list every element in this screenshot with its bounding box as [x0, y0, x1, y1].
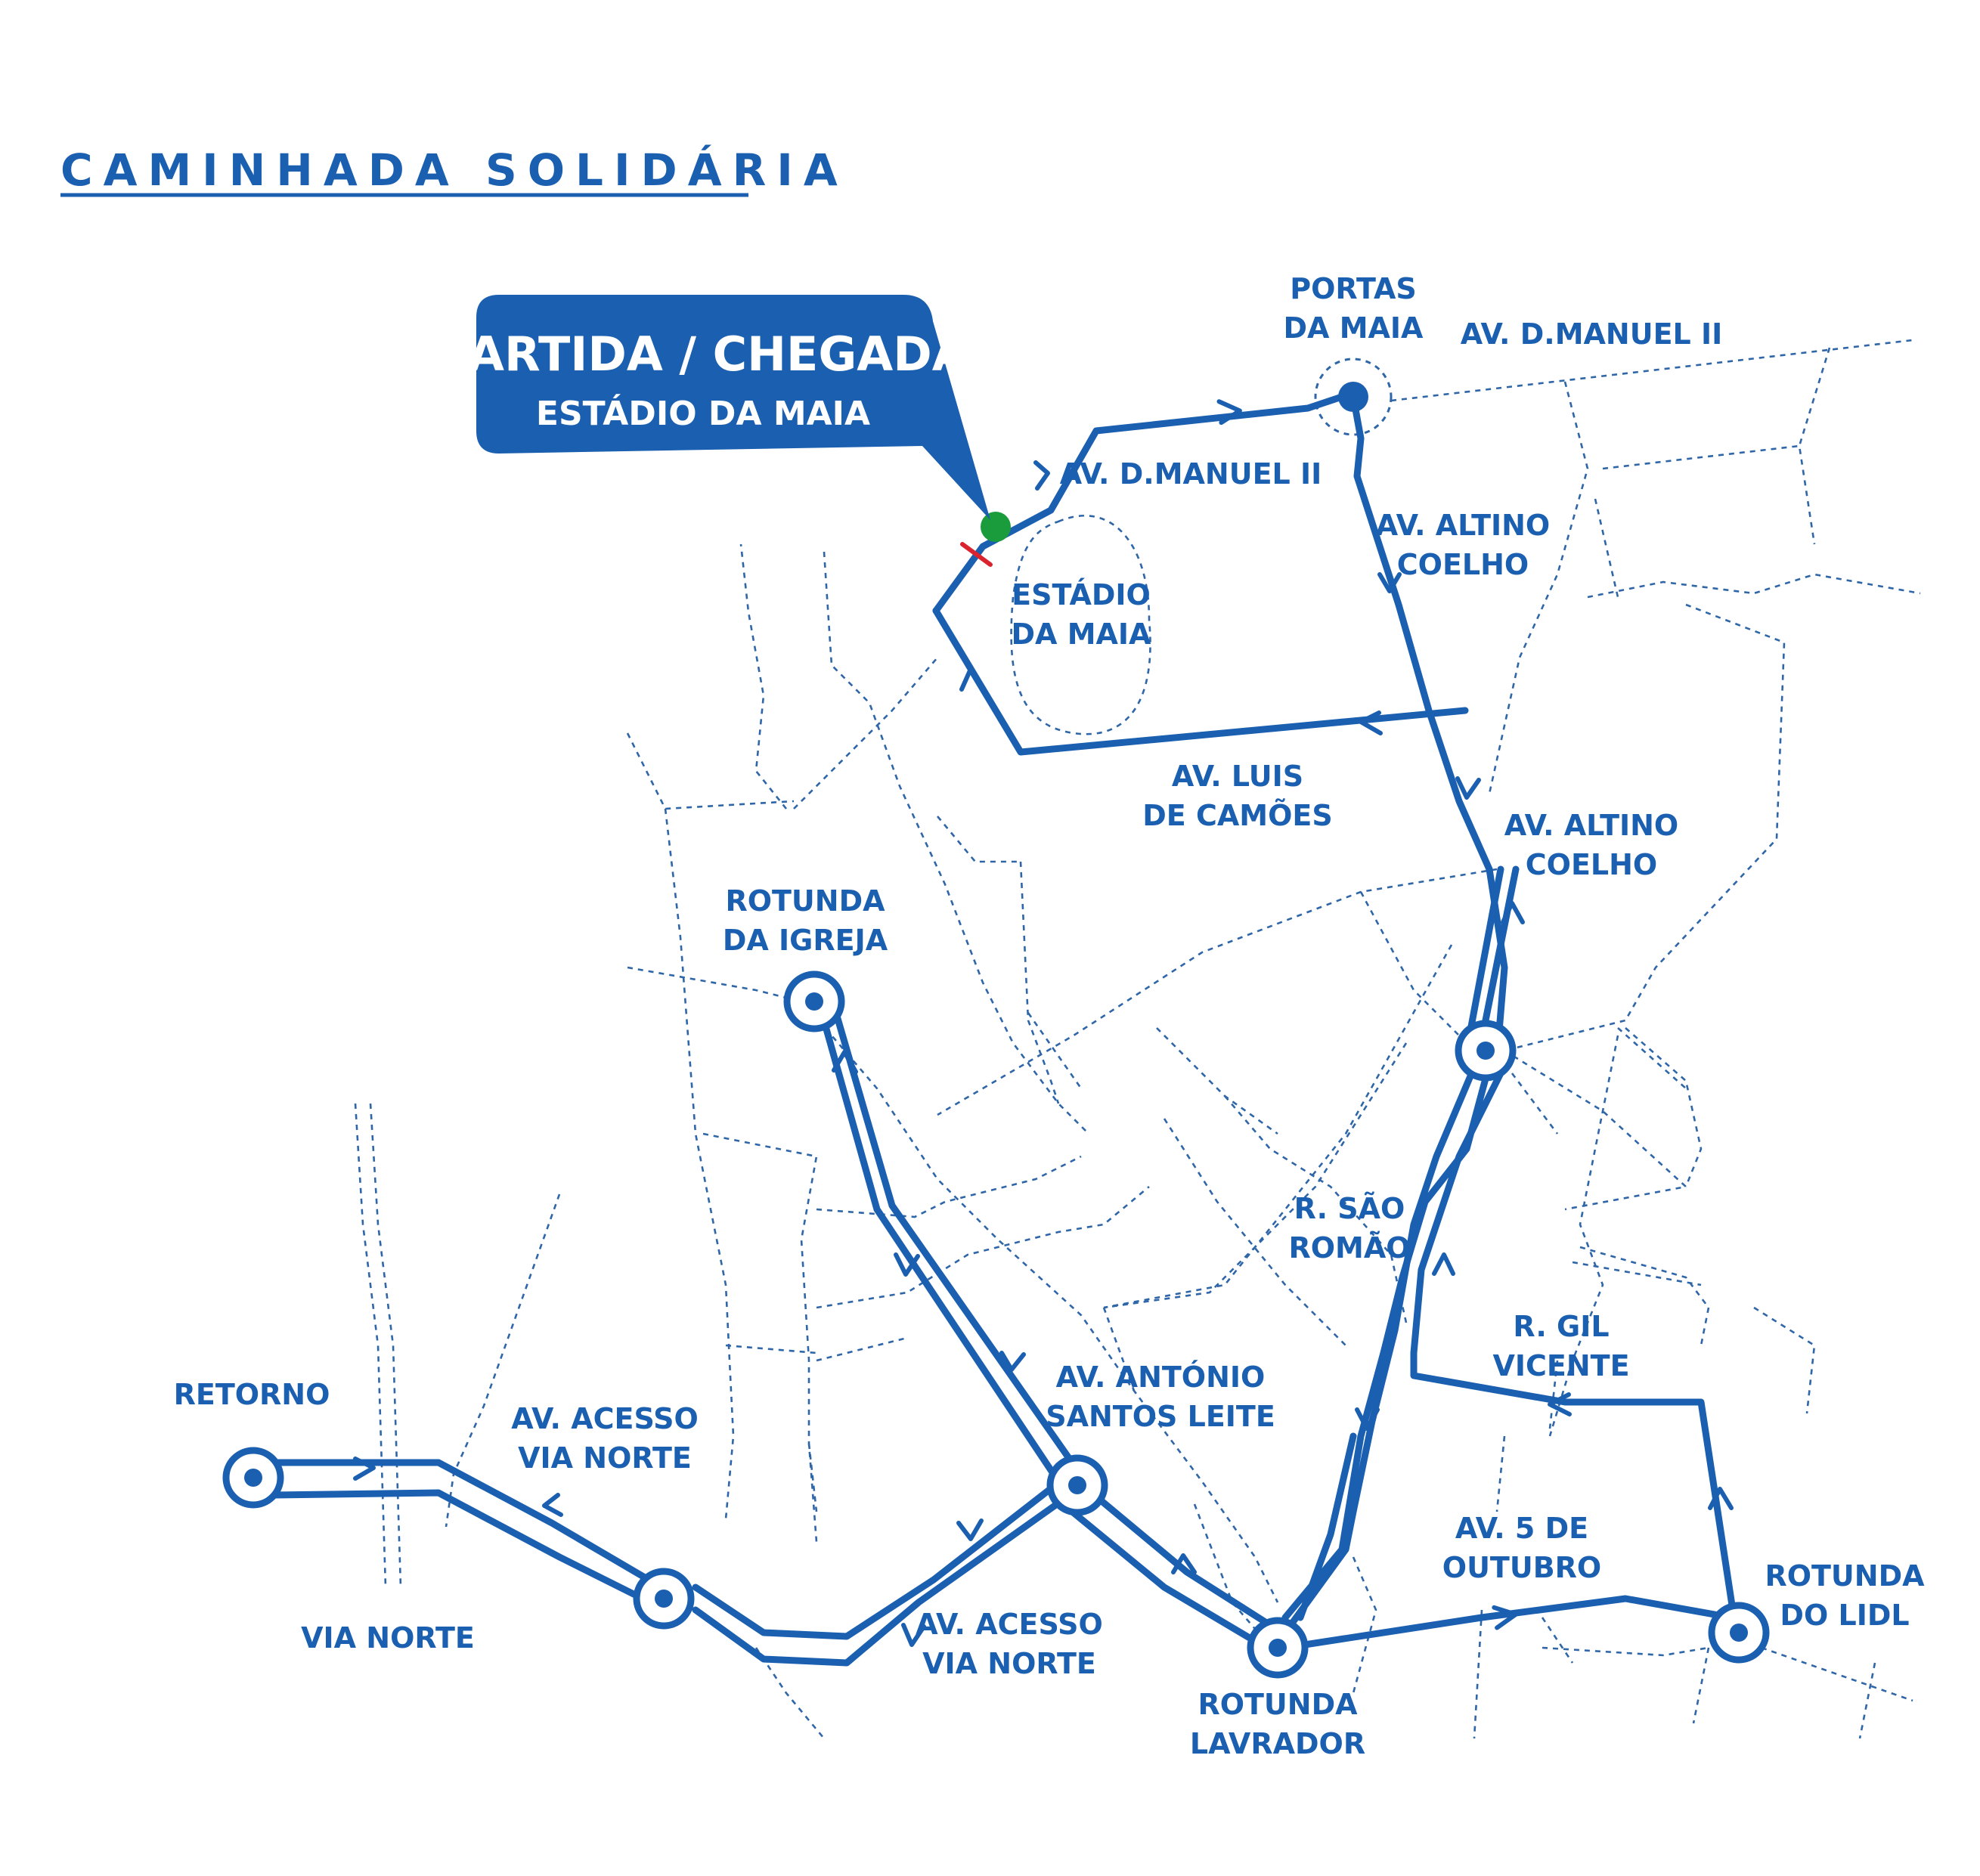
label-line: ROTUNDA — [1198, 1688, 1358, 1721]
label-line: AV. 5 DE — [1455, 1512, 1588, 1545]
label-r-gil-vicente: R. GIL VICENTE — [1492, 1310, 1629, 1382]
label-line: RETORNO — [174, 1378, 330, 1411]
direction-arrows — [353, 399, 1734, 1647]
label-av-acesso-via-norte-2: AV. ACESSO VIA NORTE — [916, 1608, 1103, 1680]
label-line: DA IGREJA — [723, 924, 888, 957]
label-line: AV. D.MANUEL II — [1060, 457, 1322, 491]
label-via-norte: VIA NORTE — [301, 1621, 475, 1655]
label-line: ROMÃO — [1288, 1231, 1410, 1265]
label-line: VIA NORTE — [922, 1647, 1096, 1680]
label-rotunda-do-lidl: ROTUNDA DO LIDL — [1765, 1559, 1925, 1632]
label-r-sao-romao: R. SÃO ROMÃO — [1288, 1192, 1410, 1265]
label-line: R. SÃO — [1294, 1192, 1405, 1225]
label-rotunda-lavrador: ROTUNDA LAVRADOR — [1190, 1688, 1365, 1760]
label-line: AV. ALTINO — [1504, 809, 1679, 842]
roundabouts — [222, 382, 1770, 1679]
label-av-altino-coelho-2: AV. ALTINO COELHO — [1504, 809, 1679, 881]
map-title: CAMINHADA SOLIDÁRIA — [60, 144, 848, 196]
label-av-d-manuel-ii-mid: AV. D.MANUEL II — [1060, 457, 1322, 491]
label-av-altino-coelho-1: AV. ALTINO COELHO — [1376, 509, 1551, 581]
label-rotunda-da-igreja: ROTUNDA DA IGREJA — [723, 884, 888, 957]
callout-title: PARTIDA / CHEGADA — [438, 327, 968, 382]
label-line: VIA NORTE — [301, 1621, 475, 1655]
stadium-outline — [1010, 514, 1151, 735]
label-line: VIA NORTE — [518, 1441, 692, 1475]
start-line — [960, 542, 993, 567]
label-line: AV. LUIS — [1172, 760, 1303, 793]
label-line: DA MAIA — [1284, 311, 1424, 345]
label-av-luis-de-camoes: AV. LUIS DE CAMÕES — [1142, 760, 1332, 832]
label-line: ROTUNDA — [1765, 1559, 1925, 1593]
label-line: VICENTE — [1492, 1349, 1629, 1382]
callout-subtitle: ESTÁDIO DA MAIA — [536, 393, 870, 433]
label-line: DA MAIA — [1012, 618, 1152, 651]
label-av-5-de-outubro: AV. 5 DE OUTUBRO — [1442, 1512, 1601, 1584]
street-labels: PORTAS DA MAIA AV. D.MANUEL II AV. D.MANU… — [174, 272, 1926, 1760]
label-line: COELHO — [1397, 548, 1529, 581]
label-line: OUTUBRO — [1442, 1551, 1601, 1584]
label-line: LAVRADOR — [1190, 1727, 1365, 1760]
label-line: AV. ANTÓNIO — [1056, 1361, 1266, 1394]
label-line: DO LIDL — [1780, 1599, 1909, 1632]
label-estadio-da-maia: ESTÁDIO DA MAIA — [1012, 578, 1152, 651]
label-line: PORTAS — [1290, 272, 1416, 305]
label-av-acesso-via-norte-1: AV. ACESSO VIA NORTE — [511, 1402, 699, 1475]
label-line: DE CAMÕES — [1142, 799, 1332, 832]
label-line: AV. ALTINO — [1376, 509, 1551, 542]
label-av-antonio-santos-leite: AV. ANTÓNIO SANTOS LEITE — [1046, 1361, 1275, 1433]
label-line: AV. ACESSO — [511, 1402, 699, 1435]
label-line: AV. D.MANUEL II — [1461, 317, 1723, 351]
label-line: ESTÁDIO — [1012, 578, 1151, 611]
portas-da-maia-ring — [1314, 358, 1393, 436]
start-finish-callout: PARTIDA / CHEGADA ESTÁDIO DA MAIA — [438, 295, 990, 520]
label-line: COELHO — [1526, 848, 1657, 881]
label-retorno: RETORNO — [174, 1378, 330, 1411]
label-line: R. GIL — [1513, 1310, 1609, 1343]
label-line: SANTOS LEITE — [1046, 1400, 1275, 1433]
label-line: ROTUNDA — [725, 884, 885, 918]
label-line: AV. ACESSO — [916, 1608, 1103, 1641]
start-marker — [981, 512, 1011, 542]
label-portas-da-maia: PORTAS DA MAIA — [1284, 272, 1424, 345]
label-av-d-manuel-ii-top: AV. D.MANUEL II — [1461, 317, 1723, 351]
